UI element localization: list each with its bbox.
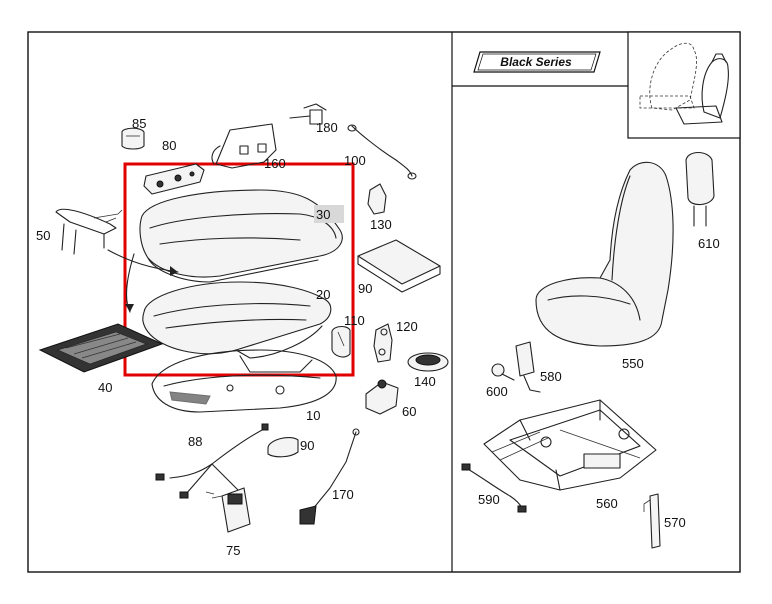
part-560-seat-rail xyxy=(483,399,657,491)
part-90-cover xyxy=(267,437,299,458)
part-600-bolt xyxy=(491,363,515,381)
label-140: 140 xyxy=(414,374,436,389)
part-80-module xyxy=(143,163,205,195)
part-40-seat-mat xyxy=(38,323,164,373)
part-88-harness xyxy=(155,423,269,499)
label-130: 130 xyxy=(370,217,392,232)
label-160: 160 xyxy=(264,156,286,171)
part-75-module xyxy=(205,487,251,533)
part-50-bracket xyxy=(55,208,123,255)
part-110-clip xyxy=(331,325,351,358)
label-30-highlight xyxy=(314,205,344,223)
part-60-switch xyxy=(365,379,399,415)
label-170: 170 xyxy=(332,487,354,502)
label-590: 590 xyxy=(478,492,500,507)
part-90-pad xyxy=(357,239,441,293)
label-75: 75 xyxy=(226,543,240,558)
label-80: 80 xyxy=(162,138,176,153)
highlight-box xyxy=(123,162,355,377)
part-120-bracket xyxy=(373,323,393,363)
label-60: 60 xyxy=(402,404,416,419)
part-580-buckle xyxy=(515,341,541,393)
part-160-bracket xyxy=(211,123,277,169)
part-10-seat-frame xyxy=(151,349,337,413)
label-550: 550 xyxy=(622,356,644,371)
label-110: 110 xyxy=(344,313,365,328)
part-610-headrest xyxy=(685,151,715,227)
label-85: 85 xyxy=(132,116,146,131)
part-180-bolt xyxy=(289,103,327,125)
part-570-bracket xyxy=(643,493,661,549)
seat-thumbnail-box xyxy=(627,31,741,139)
part-130-clip xyxy=(367,183,387,215)
label-600: 600 xyxy=(486,384,508,399)
label-10: 10 xyxy=(306,408,320,423)
part-20-cushion-foam xyxy=(142,281,332,359)
part-labels: 30 85 80 160 180 100 130 50 90 20 110 12… xyxy=(36,116,720,558)
label-88: 88 xyxy=(188,434,202,449)
part-30-cushion-cover xyxy=(139,189,343,283)
label-610: 610 xyxy=(698,236,720,251)
label-180: 180 xyxy=(316,120,338,135)
part-140-cap xyxy=(407,352,449,372)
label-570: 570 xyxy=(664,515,686,530)
label-20: 20 xyxy=(316,287,330,302)
part-590-cable xyxy=(461,463,527,513)
badge-label: Black Series xyxy=(500,55,572,69)
part-170-cable xyxy=(299,428,360,525)
part-85-clip xyxy=(121,127,145,150)
label-100: 100 xyxy=(344,153,366,168)
part-100-cable xyxy=(347,124,417,180)
label-580: 580 xyxy=(540,369,562,384)
label-40: 40 xyxy=(98,380,112,395)
part-550-seat xyxy=(535,161,674,347)
black-series-badge: Black Series xyxy=(473,51,601,73)
seat-thumbnail-icon xyxy=(639,42,729,125)
label-90-top: 90 xyxy=(358,281,372,296)
label-560: 560 xyxy=(596,496,618,511)
label-50: 50 xyxy=(36,228,50,243)
label-30: 30 xyxy=(316,207,330,222)
label-90-bottom: 90 xyxy=(300,438,314,453)
label-120: 120 xyxy=(396,319,418,334)
assembly-arrows xyxy=(107,249,179,313)
